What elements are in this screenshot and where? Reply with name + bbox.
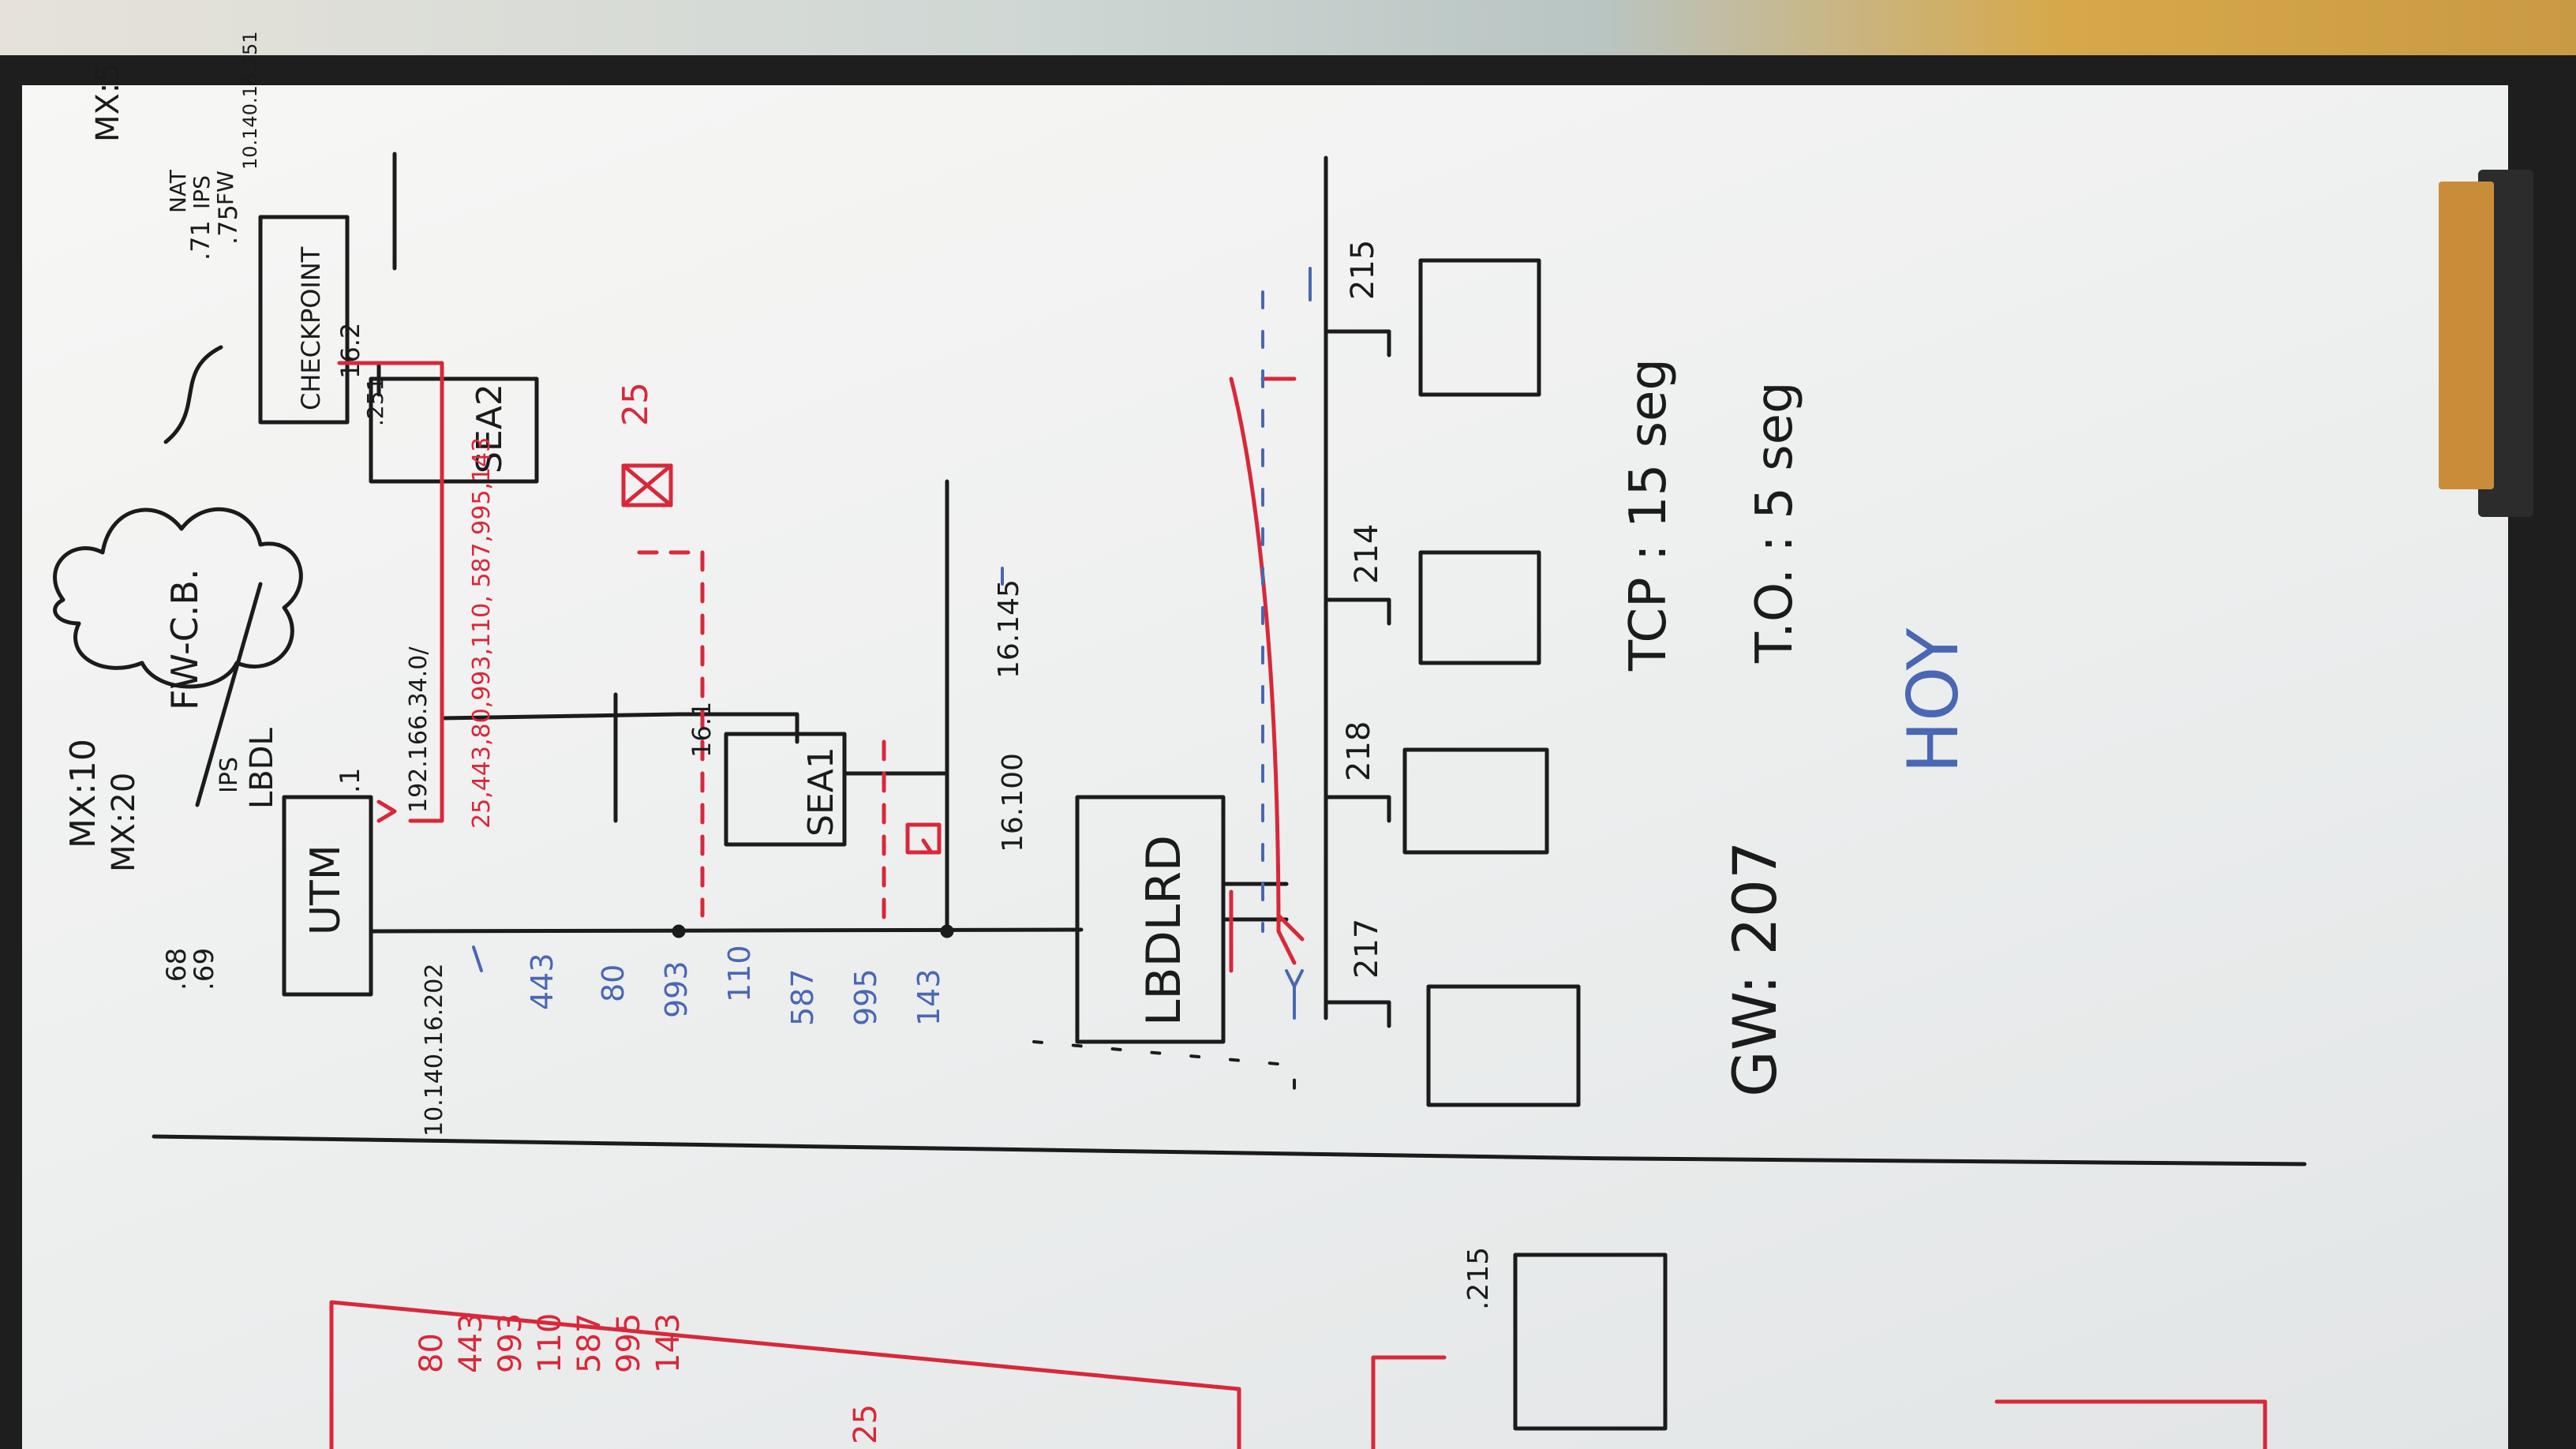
label-host-215: 215 [1345,240,1381,300]
junction-dot-left [672,924,686,938]
label-bottom-215: .215 [1462,1247,1495,1310]
sea-bus-line [440,712,681,721]
label-public-net: 192.166.34.0/ [405,646,432,813]
host-218-link [1324,795,1391,823]
host-215-link [1324,329,1391,358]
red-bottom-link [1371,1355,1447,1449]
label-subnet-left: 10.140.16.202 [421,964,448,1136]
bl-port-80: 80 [414,1333,450,1373]
internet-cloud [53,507,303,689]
whiteboard-surface [22,85,2508,1449]
label-host-214: 214 [1349,524,1385,584]
label-ip-16-1: 16.1 [687,702,717,758]
label-ip-69: .69 [189,948,220,990]
label-mx-mid: MX:20 [106,773,142,872]
label-dot-71: .71 [185,220,215,260]
label-ip-16-145: 16.145 [993,579,1025,679]
label-dot-75: .75 [213,204,243,245]
left-trunk-line [369,927,1084,934]
label-fw-cb: FW-C.B. [163,568,206,710]
label-dot-251: .251 [362,377,388,426]
label-mx-top: MX:10 [63,739,103,848]
eraser-felt [2439,182,2494,489]
black-dashed-return [1032,1040,1296,1106]
board-divider-line [152,1134,2307,1166]
cloud-checkpoint-link [163,345,223,444]
black-text-labels: MX:10 MX:20 .68 .69 FW-C.B. IPS LBDL .1 … [63,31,1804,1310]
port-80: 80 [596,964,631,1002]
sea2-box [369,376,539,484]
sea1-connector [676,712,799,744]
red-bottom-bracket [329,1300,1241,1449]
port-143: 143 [912,968,946,1026]
bl-port-143: 143 [650,1313,687,1373]
label-lbdl: LBDL [244,727,280,809]
red-public-path [337,361,444,823]
label-dot1: .1 [335,768,366,793]
label-ip-68: .68 [161,948,193,990]
blue-arrow-left [472,945,483,972]
bottom-host-box [1513,1252,1668,1431]
label-ip-16-2: 16.2 [335,323,365,379]
bl-port-443: 443 [453,1313,489,1373]
red-envelope-small [905,822,942,855]
label-hoy: HOY [1893,627,1974,773]
label-sea1: SEA1 [801,747,841,837]
red-arrow-utm [376,799,397,823]
host-217-link [1324,1000,1391,1028]
label-nat: NAT [165,169,191,213]
blue-text-labels: 443 80 993 110 587 995 143 HOY [525,627,1974,1026]
bl-port-110: 110 [532,1313,568,1373]
red-envelope-cross [621,463,673,507]
label-fw: FW [212,170,238,205]
label-to: T.O. : 5 seg [1746,381,1804,664]
label-host-218: 218 [1341,721,1377,781]
label-ips: IPS [189,175,215,209]
label-gw: GW: 207 [1720,841,1790,1097]
blue-arrowhead-217 [1285,969,1304,988]
label-mail-25: 25 [616,382,656,426]
blue-annotations [472,267,1312,1020]
red-arrow-lbdlrd [921,838,934,855]
host-217-box [1426,984,1581,1107]
red-arrow-217 [1276,913,1305,942]
label-mx-right: MX:5 [90,62,126,142]
host-214-link [1324,597,1391,626]
port-587: 587 [785,968,820,1026]
host-215-box [1418,258,1541,397]
host-218-box [1402,747,1549,855]
port-993: 993 [659,960,694,1018]
bl-port-587: 587 [571,1313,608,1373]
sea1-box [724,732,847,847]
bl-port-993: 993 [492,1313,529,1373]
label-checkpoint: CHECKPOINT [296,246,326,410]
bl-port-25: 25 [848,1404,884,1444]
host-214-box [1418,550,1541,665]
red-dashed-sea2 [637,550,705,918]
black-structure [53,152,2307,1431]
label-ip-16-100: 16.100 [997,753,1029,852]
red-bottom-right [1994,1399,2267,1449]
junction-dot-right [940,924,954,938]
bl-port-995: 995 [611,1313,647,1373]
label-subnet-right: 10.140.16.251 [239,31,261,170]
red-text-labels: 25,443,80,993,110, 587,995,143 25 80 443… [414,382,884,1444]
red-envelope-25 [621,463,673,507]
label-lbdlrd: LBDLRD [1136,835,1192,1026]
port-443: 443 [525,953,560,1010]
label-utm: UTM [302,844,350,935]
label-ports-red: 25,443,80,993,110, 587,995,143 [468,437,496,829]
utm-box [282,795,373,997]
red-host-path [1229,376,1297,965]
checkpoint-box [258,215,350,425]
label-ips-small: IPS [215,757,243,793]
port-995: 995 [848,968,883,1026]
red-annotations [329,361,2267,1449]
fwcb-leader-line [195,582,263,807]
port-110: 110 [722,945,757,1002]
label-host-217: 217 [1349,919,1385,979]
label-tcp: TCP : 15 seg [1619,358,1678,672]
label-sea2: SEA2 [470,384,510,474]
